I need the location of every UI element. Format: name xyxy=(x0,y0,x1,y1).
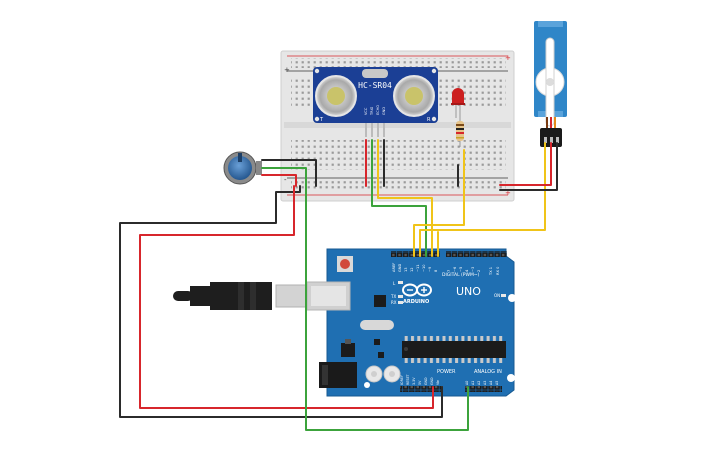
pin-gnd-2: GND xyxy=(430,377,434,385)
wire-servo-vcc[interactable] xyxy=(499,142,552,186)
pin-3v3: 3.3V xyxy=(412,377,416,385)
pin-a4: A4 xyxy=(489,381,493,385)
brand-label: ARDUINO xyxy=(403,299,429,305)
pin-5: ~5 xyxy=(459,267,463,272)
wire-pot-gnd[interactable] xyxy=(261,159,317,187)
wires xyxy=(119,139,558,431)
pin-12: 12 xyxy=(410,267,414,272)
sensor-r-label: R xyxy=(427,117,431,123)
pin-tx1: TX 1 xyxy=(489,267,493,276)
wire-sensor-echo[interactable] xyxy=(377,139,433,257)
arduino-uno[interactable]: AREF GND 13 12 ~11 ~10 ~9 8 7 ~6 ~5 4 ~3… xyxy=(306,248,516,397)
model-label: UNO xyxy=(456,285,481,298)
wire-a0-arduino[interactable] xyxy=(305,185,469,431)
led-l-label: L xyxy=(393,281,396,286)
wire-gnd-arduino[interactable] xyxy=(119,185,443,418)
pin-10: ~10 xyxy=(422,264,426,272)
usb-chip xyxy=(374,295,386,307)
sensor-pin-gnd: GND xyxy=(382,107,386,115)
digital-header-right[interactable] xyxy=(446,251,507,257)
pin-11: ~11 xyxy=(416,264,420,272)
pin-gnd-1: GND xyxy=(424,377,428,385)
mount-hole xyxy=(507,374,515,382)
wire-servo-gnd[interactable] xyxy=(499,142,558,191)
digital-header-left[interactable] xyxy=(391,251,440,257)
analog-label: ANALOG IN xyxy=(474,369,502,375)
resistor[interactable] xyxy=(456,115,464,147)
rail-minus-label: - xyxy=(284,176,287,184)
pin-9: ~9 xyxy=(428,266,432,272)
pin-a5: A5 xyxy=(495,381,499,385)
analog-header[interactable] xyxy=(465,386,502,392)
pin-a1: A1 xyxy=(471,381,475,385)
pin-rx0: RX 0 xyxy=(496,266,500,275)
sensor-pin-vcc: VCC xyxy=(364,107,368,115)
power-label: POWER xyxy=(437,369,456,375)
voltage-regulator xyxy=(341,343,355,357)
microcontroller-chip xyxy=(402,341,506,358)
pin-gnd: GND xyxy=(398,264,402,272)
pin-7: 7 xyxy=(447,270,451,272)
led-rx-label: RX xyxy=(391,300,397,305)
power-header[interactable] xyxy=(400,386,443,392)
pin-a0: A0 xyxy=(465,381,469,385)
pin-ioref: IOREF xyxy=(400,375,404,385)
pin-8: 8 xyxy=(434,269,438,272)
rail-plus-label: + xyxy=(284,66,290,74)
sensor-pin-trig: TRIG xyxy=(370,106,374,116)
servo-motor[interactable] xyxy=(534,21,567,147)
potentiometer-icon[interactable] xyxy=(223,151,262,185)
pin-aref: AREF xyxy=(392,263,396,272)
sensor-model-label: HC-SR04 xyxy=(358,81,392,90)
pin-reset: RESET xyxy=(406,373,410,385)
rail-plus-label-bottom: + xyxy=(505,189,511,197)
led[interactable] xyxy=(451,88,465,118)
mount-hole xyxy=(508,294,516,302)
mount-hole xyxy=(364,382,370,388)
wire-servo-signal[interactable] xyxy=(419,142,546,257)
pin-2: 2 xyxy=(477,270,481,272)
wire-pot-signal[interactable] xyxy=(261,167,307,187)
pin-a2: A2 xyxy=(477,381,481,385)
led-tx-label: TX xyxy=(390,294,396,299)
sensor-t-label: T xyxy=(319,117,324,123)
crystal-oscillator xyxy=(360,320,394,330)
rail-plus-label-right: + xyxy=(505,54,511,62)
wire-pot-vcc[interactable] xyxy=(261,174,297,187)
pin-6: ~6 xyxy=(453,266,457,272)
pin-5v: 5V xyxy=(418,380,422,385)
wire-led-pin12[interactable] xyxy=(413,149,465,257)
digital-label: DIGITAL (PWM~) xyxy=(442,272,480,278)
ultrasonic-sensor[interactable]: HC-SR04 T R VCC TRIG ECHO GND xyxy=(313,67,438,137)
wire-5v-arduino[interactable] xyxy=(139,185,434,409)
pin-4: 4 xyxy=(465,269,469,272)
usb-cable-icon[interactable] xyxy=(173,282,307,310)
arduino-logo-icon xyxy=(402,283,432,297)
pin-a3: A3 xyxy=(483,381,487,385)
pin-vin: Vin xyxy=(436,380,440,385)
on-label: ON xyxy=(494,293,500,298)
sensor-pin-echo: ECHO xyxy=(376,105,380,115)
pin-3: ~3 xyxy=(471,267,475,272)
pin-13: 13 xyxy=(404,267,408,272)
